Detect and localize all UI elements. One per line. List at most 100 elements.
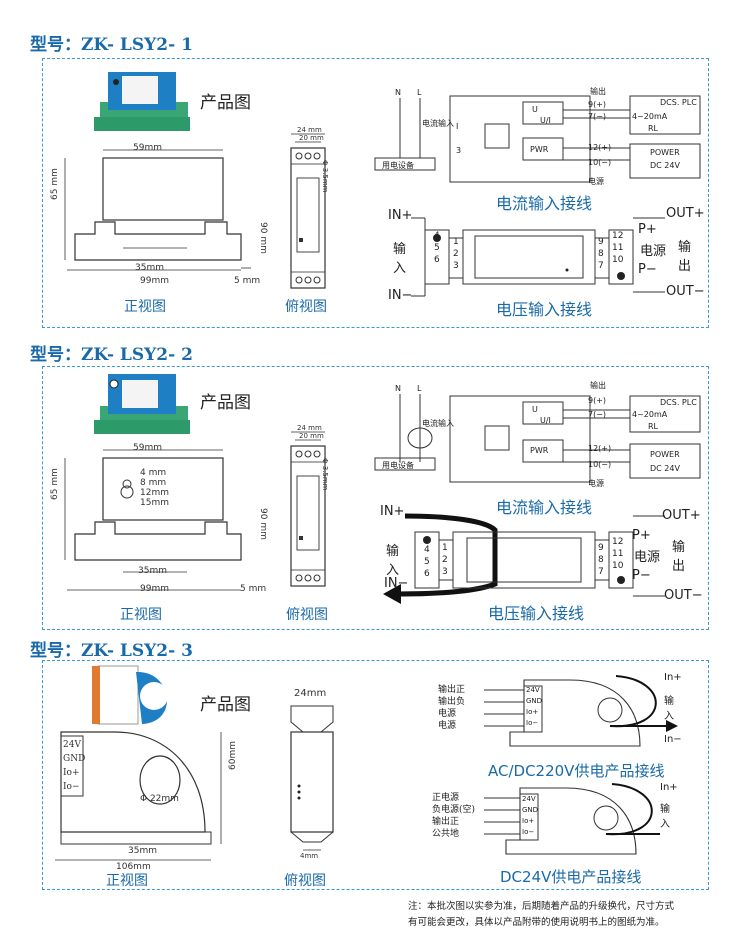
vol-out-plus-1: OUT+ [666,206,705,221]
top-hole-1: Φ 3.5mm [321,160,329,193]
cur-input-1: 电流输入 [422,119,454,128]
vol-p-plus-2: P+ [632,528,651,543]
section-3-frame [42,660,709,890]
front-view-drawing-1 [64,149,251,271]
dim-top-2: 59mm [133,443,162,453]
cur-input-2: 电流输入 [422,419,454,428]
front-view-drawing-2 [64,449,242,591]
vol-output-1: 输出 [678,240,692,274]
voltage-caption-1: 电压输入接线 [496,300,593,319]
dim-right-1: 5 mm [234,276,261,286]
vol-in-minus-2: IN− [384,576,409,591]
top-view-drawing-3 [290,705,334,851]
product-photo-1 [94,72,190,131]
cur-n-1: N [395,88,401,97]
cur-pwr-2: PWR [530,446,549,455]
cur-pin-i-1: I [456,122,459,131]
cur-ma-1: 4~20mA [632,112,668,121]
dc-in-plus: In+ [660,782,678,793]
model-label-1: 型号：ZK- LSY2- 1 [30,35,193,55]
voltage-caption-2: 电压输入接线 [488,604,585,623]
current-wiring-diagram-1 [374,95,701,183]
dim-top-1: 59mm [133,143,162,153]
product-title-3: 产品图 [200,695,251,715]
cur-p10-2: 10(−) [588,460,612,469]
dim-height-3: 60mm [228,741,238,770]
vol-power-2: 电源 [634,550,661,565]
voltage-wiring-diagram-2 [383,513,665,604]
cur-p9-2: 9(+) [588,396,607,405]
current-caption-1: 电流输入接线 [496,194,593,213]
top-w1-2: 24 mm [297,424,322,432]
top-w2-1: 20 mm [299,134,324,142]
ac-in-plus: In+ [664,672,682,683]
vol-input-1: 输入 [393,242,407,276]
cur-l-2: L [417,384,422,393]
top-len-2: 90 mm [258,508,268,540]
cur-power-2: POWER [650,450,680,459]
dim-height-1: 65 mm [50,168,60,200]
model-label-2: 型号：ZK- LSY2- 2 [30,345,193,365]
dim-mid-2: 35mm [138,566,167,576]
top-len-1: 90 mm [258,222,268,254]
vol-out-minus-2: OUT− [664,588,703,603]
top-w2-2: 20 mm [299,432,324,440]
current-caption-2: 电流输入接线 [496,498,593,517]
dim-height-2: 65 mm [50,468,60,500]
top-view-drawing-2 [290,431,326,587]
section-1-frame [42,58,709,328]
top-small-3: 4mm [300,852,319,860]
note-line-1: 注：本批次图以实参为准，后期随着产品的升级换代，尺寸方式 [408,901,675,912]
ac-input: 输入 [664,696,674,722]
top-caption-2: 俯视图 [286,607,328,623]
top-view-drawing-1 [290,133,326,289]
dc-wiring-diagram [484,783,660,855]
top-w-3: 24mm [294,688,327,699]
ac-caption: AC/DC220V供电产品接线 [488,762,665,780]
cur-ma-2: 4~20mA [632,410,668,419]
front-caption-3: 正视图 [106,873,148,889]
top-w1-1: 24 mm [297,126,322,134]
top-caption-1: 俯视图 [285,299,327,315]
top-hole-2: Φ 3.5mm [321,458,329,491]
vol-p-plus-1: P+ [638,222,657,237]
cur-device-2: 用电设备 [382,461,414,470]
vol-p-minus-1: P− [638,262,657,277]
cur-n-2: N [395,384,401,393]
dim-bottom-2: 99mm [140,584,169,594]
voltage-wiring-diagram-1 [411,217,665,297]
ac-labels: 输出正输出负电源电源 [438,685,466,731]
dim-mid-3: 35mm [128,846,157,856]
dim-mid-1: 35mm [135,263,164,273]
product-photo-3 [92,665,168,725]
cur-dcs-1: DCS. PLC [660,98,697,107]
top-caption-3: 俯视图 [284,873,326,889]
ac-in-minus: In− [664,734,682,745]
cur-power-1: POWER [650,148,680,157]
model-label-3: 型号：ZK- LSY2- 3 [30,641,193,661]
dim-bottom-3: 106mm [116,862,151,872]
cur-dc24-2: DC 24V [650,464,680,473]
product-title-2: 产品图 [200,393,251,413]
cur-pin-3-1: 3 [456,146,462,155]
cur-p7-2: 7(−) [588,410,607,419]
cur-pwr-1: PWR [530,145,549,154]
current-wiring-diagram-2 [374,394,701,483]
cur-out-label-1: 输出 [590,87,606,96]
front-caption-1: 正视图 [124,299,166,315]
vol-in-plus-2: IN+ [380,504,405,519]
cur-u-1: U [532,105,538,114]
vol-power-1: 电源 [640,244,667,259]
cur-p7-1: 7(−) [588,112,607,121]
product-title-1: 产品图 [200,93,251,113]
cur-dcs-2: DCS. PLC [660,398,697,407]
